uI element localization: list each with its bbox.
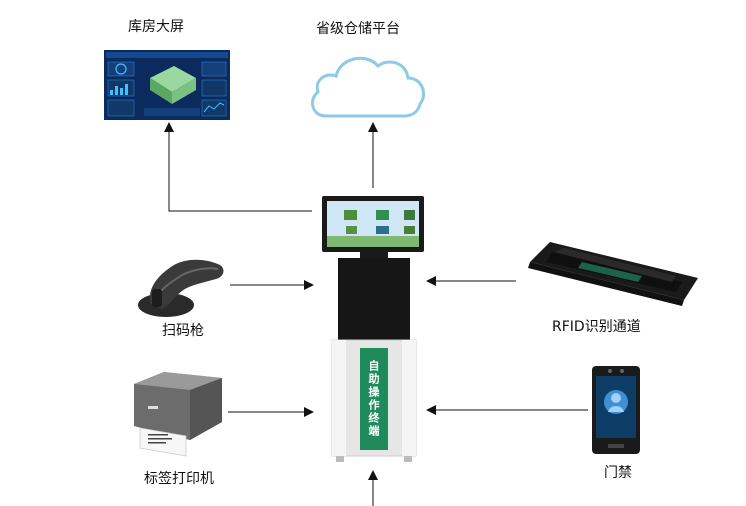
face-access-terminal-icon	[592, 366, 640, 454]
scanner-label: 扫码枪	[162, 323, 204, 339]
cloud-platform-label: 省级仓储平台	[316, 21, 400, 37]
self-service-kiosk-icon	[322, 196, 424, 462]
arrow-kiosk-to-screen	[164, 122, 312, 212]
kiosk-banner-text: 自助操作终端	[367, 360, 380, 438]
warehouse-screen-label: 库房大屏	[128, 19, 184, 35]
access-control-label: 门禁	[604, 465, 632, 481]
dashboard-screen-icon	[104, 50, 230, 120]
cloud-icon	[310, 56, 425, 118]
label-printer-label: 标签打印机	[144, 471, 214, 487]
barcode-scanner-icon	[138, 259, 224, 317]
rfid-channel-label: RFID识别通道	[552, 319, 641, 335]
label-printer-icon	[134, 372, 222, 457]
rfid-reader-icon	[528, 242, 698, 306]
